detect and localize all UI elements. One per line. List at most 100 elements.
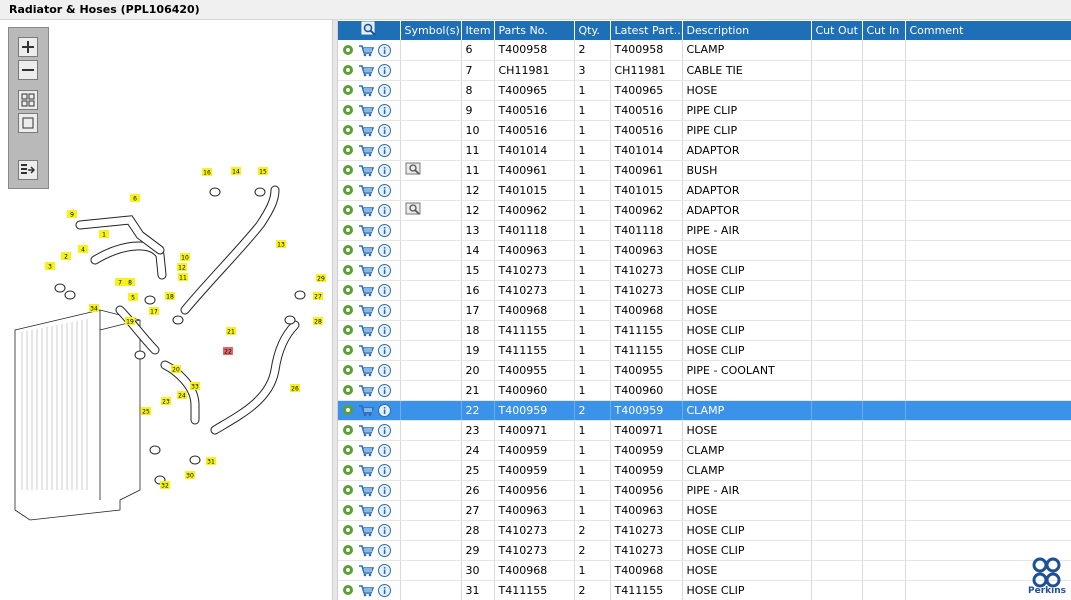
gear-icon[interactable] <box>342 524 354 536</box>
callout-14[interactable]: 14 <box>231 167 241 176</box>
info-icon[interactable] <box>378 583 391 597</box>
cart-icon[interactable] <box>358 484 374 497</box>
callout-33[interactable]: 33 <box>190 382 200 391</box>
callout-3[interactable]: 3 <box>45 262 55 271</box>
cart-icon[interactable] <box>358 444 374 457</box>
zoom-out-button[interactable] <box>18 60 38 80</box>
cart-icon[interactable] <box>358 564 374 577</box>
cart-icon[interactable] <box>358 324 374 337</box>
gear-icon[interactable] <box>342 424 354 436</box>
gear-icon[interactable] <box>342 564 354 576</box>
column-header-3[interactable]: Parts No. <box>494 21 575 40</box>
info-icon[interactable] <box>378 523 391 537</box>
cart-icon[interactable] <box>358 224 374 237</box>
cart-icon[interactable] <box>358 404 374 417</box>
actual-size-button[interactable] <box>18 113 38 133</box>
gear-icon[interactable] <box>342 484 354 496</box>
gear-icon[interactable] <box>342 404 354 416</box>
gear-icon[interactable] <box>342 544 354 556</box>
callout-2[interactable]: 2 <box>61 252 71 261</box>
info-icon[interactable] <box>378 323 391 337</box>
callout-8[interactable]: 8 <box>125 278 135 287</box>
info-icon[interactable] <box>378 183 391 197</box>
callout-12[interactable]: 12 <box>177 263 187 272</box>
info-icon[interactable] <box>378 363 391 377</box>
callout-4[interactable]: 4 <box>78 245 88 254</box>
gear-icon[interactable] <box>342 184 354 196</box>
gear-icon[interactable] <box>342 164 354 176</box>
info-icon[interactable] <box>378 163 391 177</box>
cart-icon[interactable] <box>358 344 374 357</box>
callout-22[interactable]: 22 <box>223 347 233 356</box>
info-icon[interactable] <box>378 503 391 517</box>
cart-icon[interactable] <box>358 464 374 477</box>
cart-icon[interactable] <box>358 364 374 377</box>
info-icon[interactable] <box>378 463 391 477</box>
info-icon[interactable] <box>378 43 391 57</box>
column-header-7[interactable]: Cut Out <box>811 21 863 40</box>
cart-icon[interactable] <box>358 204 374 217</box>
gear-icon[interactable] <box>342 444 354 456</box>
cart-icon[interactable] <box>358 384 374 397</box>
callout-34[interactable]: 34 <box>89 304 99 313</box>
callout-30[interactable]: 30 <box>185 471 195 480</box>
callout-27[interactable]: 27 <box>313 292 323 301</box>
info-icon[interactable] <box>378 243 391 257</box>
cart-icon[interactable] <box>358 124 374 137</box>
gear-icon[interactable] <box>342 324 354 336</box>
column-header-8[interactable]: Cut In <box>862 21 906 40</box>
info-icon[interactable] <box>378 83 391 97</box>
gear-icon[interactable] <box>342 144 354 156</box>
column-header-view[interactable] <box>338 21 401 40</box>
cart-icon[interactable] <box>358 264 374 277</box>
callout-7[interactable]: 7 <box>115 278 125 287</box>
callout-13[interactable]: 13 <box>276 240 286 249</box>
column-header-4[interactable]: Qty. <box>574 21 611 40</box>
gear-icon[interactable] <box>342 124 354 136</box>
info-icon[interactable] <box>378 483 391 497</box>
info-icon[interactable] <box>378 283 391 297</box>
gear-icon[interactable] <box>342 64 354 76</box>
info-icon[interactable] <box>378 423 391 437</box>
callout-16[interactable]: 16 <box>202 168 212 177</box>
cart-icon[interactable] <box>358 104 374 117</box>
cart-icon[interactable] <box>358 504 374 517</box>
column-header-9[interactable]: Comment <box>905 21 1071 40</box>
gear-icon[interactable] <box>342 284 354 296</box>
callout-9[interactable]: 9 <box>67 210 77 219</box>
zoom-in-button[interactable] <box>18 37 38 57</box>
info-icon[interactable] <box>378 543 391 557</box>
gear-icon[interactable] <box>342 204 354 216</box>
callout-15[interactable]: 15 <box>258 167 268 176</box>
callout-19[interactable]: 19 <box>125 317 135 326</box>
callout-11[interactable]: 11 <box>178 273 188 282</box>
info-icon[interactable] <box>378 443 391 457</box>
view-symbol-icon[interactable] <box>405 202 423 216</box>
gear-icon[interactable] <box>342 464 354 476</box>
column-header-5[interactable]: Latest Part... <box>610 21 683 40</box>
info-icon[interactable] <box>378 223 391 237</box>
info-icon[interactable] <box>378 203 391 217</box>
cart-icon[interactable] <box>358 64 374 77</box>
